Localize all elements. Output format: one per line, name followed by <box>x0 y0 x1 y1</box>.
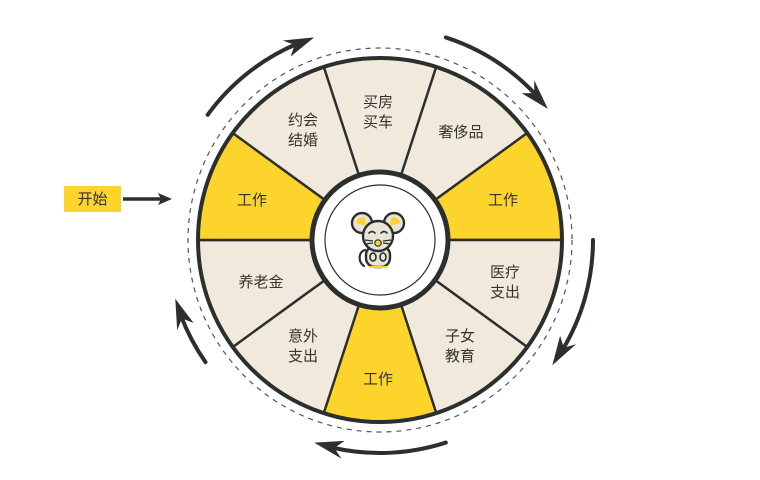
arrow-top-left <box>205 41 300 117</box>
arrow-top-right <box>443 35 539 98</box>
cycle-arrows <box>175 35 595 459</box>
arrow-bottom-head-icon <box>314 440 345 459</box>
arrow-bottom <box>329 440 448 455</box>
segment-label-dating-marriage: 约会结婚 <box>288 111 318 149</box>
segment-label-pension: 养老金 <box>238 273 283 291</box>
wheel-segments <box>196 56 564 424</box>
segment-label-medical: 医疗支出 <box>490 263 520 301</box>
start-label: 开始 <box>77 190 107 208</box>
mouse-icon <box>350 211 406 269</box>
segment-label-luxury: 奢侈品 <box>438 123 483 141</box>
start-box <box>64 186 121 212</box>
inner-hub-ring <box>324 184 436 296</box>
segment-label-education: 子女教育 <box>445 327 475 365</box>
outer-ring <box>196 56 564 424</box>
segment-label-buy-house-car: 买房买车 <box>363 93 393 131</box>
arrow-top-left-head-icon <box>282 37 315 57</box>
arrow-right <box>560 238 595 353</box>
segment-label-work-left: 工作 <box>237 191 267 209</box>
segment-label-work-bottom: 工作 <box>363 370 393 388</box>
arrow-left-head-icon <box>175 298 194 331</box>
segment-label-accident: 意外支出 <box>288 327 318 365</box>
start-arrow-icon <box>158 193 172 205</box>
arrow-top-right-head-icon <box>521 80 548 109</box>
start-marker: 开始 <box>64 186 172 212</box>
dashed-orbit <box>187 47 573 433</box>
segment-label-work-right: 工作 <box>488 191 518 209</box>
arrow-right-head-icon <box>552 335 577 366</box>
